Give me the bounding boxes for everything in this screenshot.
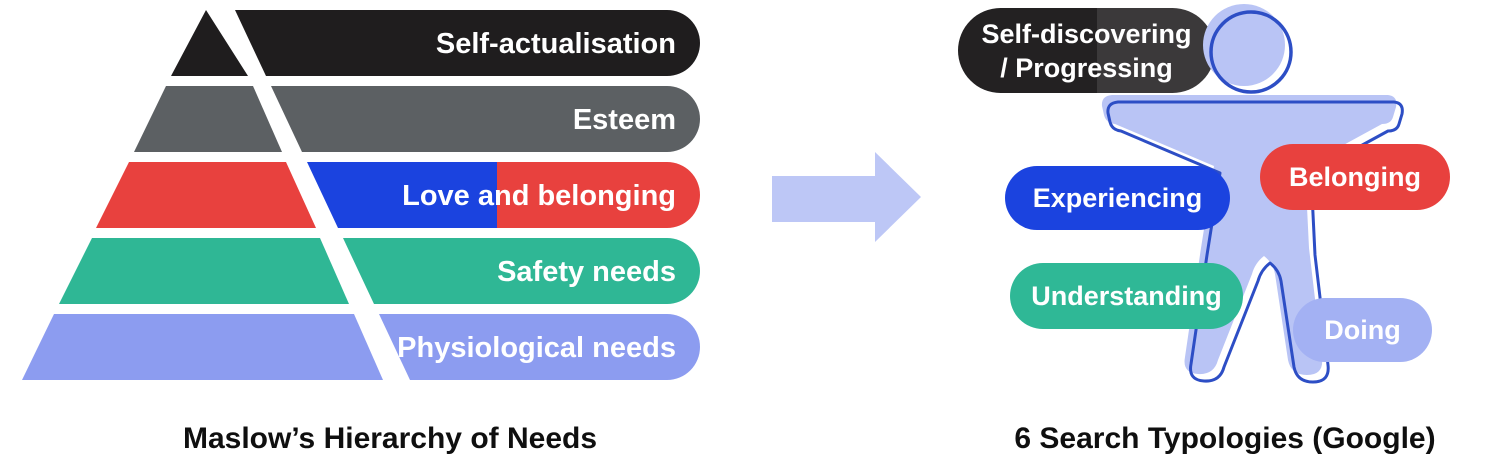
pill-self-discovering-right-tone xyxy=(1096,8,1215,93)
pill-self-discovering: Self-discovering / Progressing xyxy=(958,8,1215,93)
pill-understanding-label: Understanding xyxy=(1031,280,1222,311)
caption-search-typologies: 6 Search Typologies (Google) xyxy=(1014,422,1436,455)
right-arrow-icon xyxy=(772,152,921,242)
person-body-fill xyxy=(1101,95,1397,375)
level-label-safety-needs: Safety needs xyxy=(497,256,676,288)
pyramid-level-4-left xyxy=(59,238,349,304)
person-head-outline xyxy=(1209,10,1293,94)
pill-self-discovering-left-tone xyxy=(958,8,1097,93)
pyramid-level-5-left xyxy=(22,314,383,380)
pill-self-discovering-label: Self-discovering / Progressing xyxy=(981,18,1192,83)
pyramid-level-3-bar-red-segment xyxy=(497,162,700,228)
level-label-love-and-belonging: Love and belonging xyxy=(402,180,676,212)
person-head xyxy=(1203,4,1293,94)
pyramid-level-4-bar xyxy=(343,238,700,304)
pill-doing-label: Doing xyxy=(1324,314,1401,345)
pyramid-level-3-bar-blue-segment xyxy=(307,162,497,228)
pill-belonging-label: Belonging xyxy=(1289,161,1421,192)
level-label-self-actualisation: Self-actualisation xyxy=(436,28,676,60)
pill-experiencing: Experiencing xyxy=(1005,166,1230,230)
level-label-physiological-needs: Physiological needs xyxy=(397,332,676,364)
caption-maslow-hierarchy: Maslow’s Hierarchy of Needs xyxy=(182,422,598,455)
pill-doing: Doing xyxy=(1293,298,1432,362)
pill-belonging: Belonging xyxy=(1260,144,1450,210)
pyramid-level-2-bar xyxy=(271,86,700,152)
person-body-outline xyxy=(1106,100,1404,384)
pill-experiencing-label: Experiencing xyxy=(1032,182,1203,213)
pyramid-level-2-left xyxy=(134,86,282,152)
pyramid-level-3-left xyxy=(96,162,316,228)
pyramid-level-5-bar xyxy=(379,314,700,380)
person-figure xyxy=(1101,95,1404,384)
pill-understanding: Understanding xyxy=(1010,263,1243,329)
level-label-esteem: Esteem xyxy=(573,104,676,136)
pyramid-level-1-bar xyxy=(235,10,700,76)
pyramid-level-1-left xyxy=(171,10,248,76)
maslow-pyramid: Self-actualisation Esteem Love and belon… xyxy=(22,10,700,380)
person-head-fill xyxy=(1203,4,1285,86)
